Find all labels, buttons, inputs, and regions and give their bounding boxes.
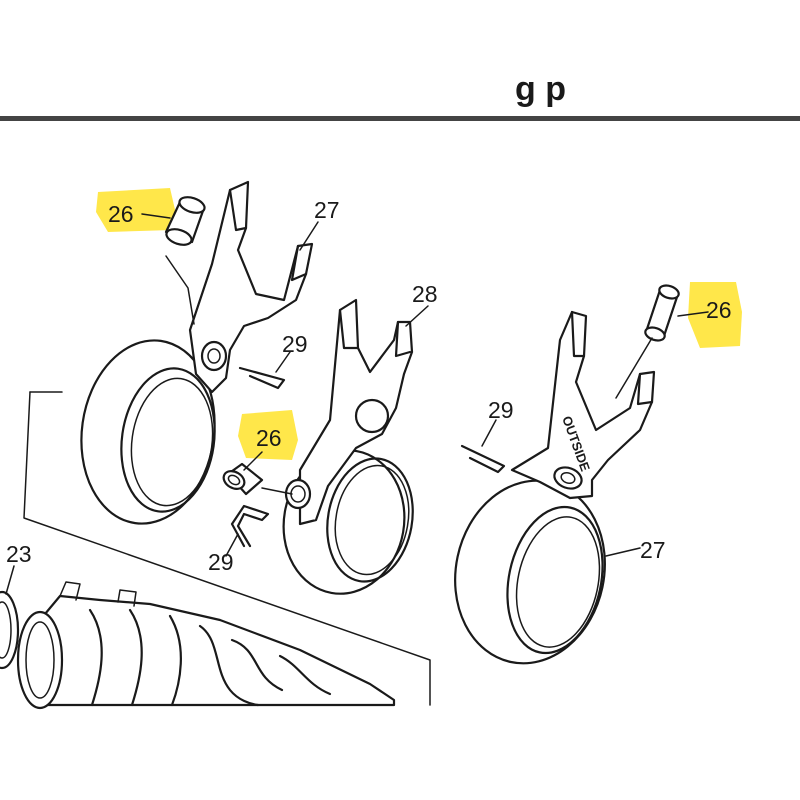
callout-27-right: 27 <box>640 537 666 563</box>
clip-29-upper <box>238 366 286 390</box>
shift-fork-middle <box>282 298 414 595</box>
header-rule <box>0 116 800 121</box>
pin-26-left <box>164 196 206 246</box>
shift-drum <box>16 581 396 710</box>
leader-29-upper <box>275 351 291 373</box>
callout-26-center: 26 <box>256 425 282 451</box>
leader-27-top <box>299 221 319 251</box>
leader-27-right <box>605 547 641 557</box>
clip-29-right <box>460 444 506 474</box>
pin-26-center <box>222 462 264 496</box>
leader-26-right <box>677 311 709 317</box>
callout-29-upper: 29 <box>282 331 308 357</box>
callout-27-top: 27 <box>314 197 340 223</box>
callout-28: 28 <box>412 281 438 307</box>
highlight-26-left <box>96 188 176 232</box>
callout-29-right: 29 <box>488 397 514 423</box>
header-partial-title: g p <box>515 70 566 108</box>
leader-26-center <box>243 451 263 471</box>
shift-fork-left <box>80 180 314 525</box>
callout-29-lower: 29 <box>208 549 234 575</box>
shift-fork-right <box>454 310 656 665</box>
pin-right-axis <box>615 337 653 399</box>
part-23-ring <box>0 590 20 670</box>
callout-26-left: 26 <box>108 201 134 227</box>
clip-29-lower <box>230 504 270 548</box>
highlight-26-center <box>238 410 298 460</box>
boundary-line <box>23 391 431 706</box>
callout-26-right: 26 <box>706 297 732 323</box>
pin-26-right <box>644 284 680 342</box>
highlight-26-right <box>688 282 742 348</box>
callout-23: 23 <box>6 541 32 567</box>
leader-23 <box>5 565 15 595</box>
pin-center-axis <box>261 487 293 495</box>
leader-28 <box>405 305 429 327</box>
leader-29-right <box>481 419 497 447</box>
leader-29-lower <box>225 533 239 557</box>
leader-26-left <box>141 213 171 219</box>
